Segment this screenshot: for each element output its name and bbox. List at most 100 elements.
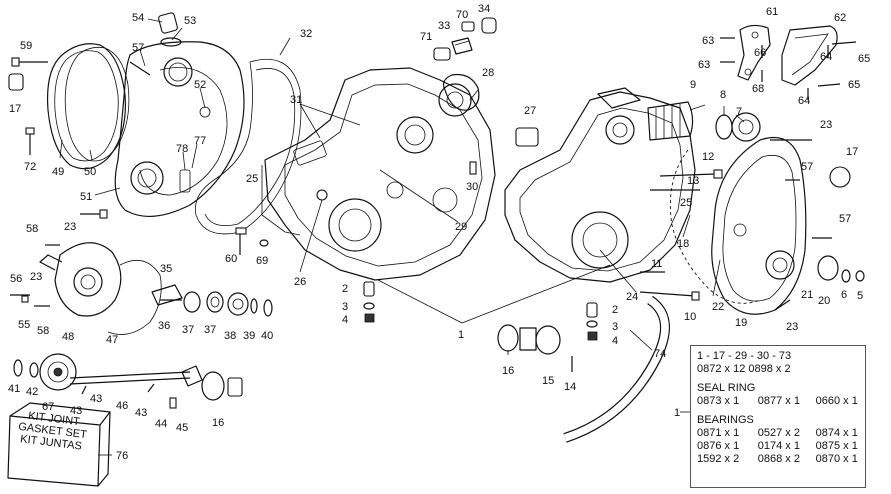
callout-57: 57 xyxy=(801,161,813,173)
callout-35: 35 xyxy=(160,263,172,275)
callout-54: 54 xyxy=(132,12,144,24)
callout-71: 71 xyxy=(420,31,432,43)
bearing-cell: 0174 x 1 xyxy=(757,440,800,452)
callout-7: 7 xyxy=(736,106,742,118)
callout-63: 63 xyxy=(698,59,710,71)
callout-25: 25 xyxy=(680,197,692,209)
callout-1: 1 xyxy=(458,329,464,341)
callout-14: 14 xyxy=(564,381,576,393)
callout-16: 16 xyxy=(502,365,514,377)
callout-2: 2 xyxy=(342,283,348,295)
callout-6: 6 xyxy=(841,289,847,301)
callout-76: 76 xyxy=(116,450,128,462)
callout-70: 70 xyxy=(456,9,468,21)
callout-10: 10 xyxy=(684,311,696,323)
callout-22: 22 xyxy=(712,301,724,313)
seal-ring-row: 0873 x 1 0877 x 1 0660 x 1 xyxy=(697,395,859,408)
callout-52: 52 xyxy=(194,79,206,91)
bearing-cell: 0875 x 1 xyxy=(815,440,858,452)
callout-57: 57 xyxy=(839,213,851,225)
callout-60: 60 xyxy=(225,253,237,265)
callout-64: 64 xyxy=(798,95,810,107)
callout-31: 31 xyxy=(290,94,302,106)
callout-11: 11 xyxy=(651,258,662,270)
callout-50: 50 xyxy=(84,166,96,178)
bearing-row: 0876 x 1 0174 x 1 0875 x 1 xyxy=(697,440,859,453)
right-cover xyxy=(711,136,807,315)
callout-67: 67 xyxy=(42,401,54,413)
bearing-row: 1592 x 2 0868 x 2 0870 x 1 xyxy=(697,453,859,466)
callout-48: 48 xyxy=(62,331,74,343)
callout-43: 43 xyxy=(70,405,82,417)
callout-42: 42 xyxy=(26,386,38,398)
callout-26: 26 xyxy=(294,276,306,288)
bearing-row: 0871 x 1 0527 x 2 0874 x 1 xyxy=(697,427,859,440)
callout-40: 40 xyxy=(261,330,273,342)
callout-61: 61 xyxy=(766,6,778,18)
seal-ring-title: SEAL RING xyxy=(697,382,756,394)
callout-53: 53 xyxy=(184,15,196,27)
callout-23: 23 xyxy=(820,119,832,131)
callout-32: 32 xyxy=(300,28,312,40)
callout-33: 33 xyxy=(438,20,450,32)
sensor-group xyxy=(497,324,573,372)
callout-36: 36 xyxy=(158,320,170,332)
gasket-kit-label: KIT JOINT GASKET SET KIT JUNTAS xyxy=(5,408,96,482)
callout-16: 16 xyxy=(212,417,224,429)
bearing-cell: 0876 x 1 xyxy=(697,440,740,452)
bearings-title: BEARINGS xyxy=(697,414,754,426)
callout-4: 4 xyxy=(612,335,618,347)
callout-23: 23 xyxy=(64,221,76,233)
callout-72: 72 xyxy=(24,161,36,173)
callout-30: 30 xyxy=(466,181,478,193)
info-line-1: 1 - 17 - 29 - 30 - 73 xyxy=(697,350,792,362)
callout-43: 43 xyxy=(135,407,147,419)
callout-39: 39 xyxy=(243,330,255,342)
callout-3: 3 xyxy=(342,301,348,313)
sprocket-cover-parts xyxy=(720,24,857,100)
callout-17: 17 xyxy=(9,103,21,115)
callout-27: 27 xyxy=(524,105,536,117)
callout-20: 20 xyxy=(818,295,830,307)
callout-59: 59 xyxy=(20,40,32,52)
parts-info-box: 1 - 17 - 29 - 30 - 73 0872 x 12 0898 x 2… xyxy=(690,345,866,488)
callout-1: 1 xyxy=(674,407,680,419)
callout-44: 44 xyxy=(155,418,167,430)
callout-74: 74 xyxy=(654,348,666,360)
callout-43: 43 xyxy=(90,393,102,405)
leader-lines xyxy=(59,18,745,456)
callout-57: 57 xyxy=(132,42,144,54)
callout-28: 28 xyxy=(482,67,494,79)
callout-49: 49 xyxy=(52,166,64,178)
seal-cell: 0877 x 1 xyxy=(757,395,800,407)
callout-5: 5 xyxy=(857,290,863,302)
info-line-2: 0872 x 12 0898 x 2 xyxy=(697,363,791,375)
callout-34: 34 xyxy=(478,3,490,15)
callout-9: 9 xyxy=(690,79,696,91)
callout-77: 77 xyxy=(194,135,206,147)
bearing-cell: 0871 x 1 xyxy=(697,427,740,439)
callout-4: 4 xyxy=(342,314,348,326)
callout-51: 51 xyxy=(80,191,92,203)
callout-23: 23 xyxy=(786,321,798,333)
callout-46: 46 xyxy=(116,400,128,412)
bearing-cell: 0527 x 2 xyxy=(757,427,800,439)
callout-21: 21 xyxy=(801,289,813,301)
callout-47: 47 xyxy=(106,334,118,346)
water-pump-group xyxy=(10,242,273,335)
callout-12: 12 xyxy=(702,151,714,163)
callout-58: 58 xyxy=(26,223,38,235)
callout-69: 69 xyxy=(256,255,268,267)
callout-23: 23 xyxy=(30,271,42,283)
callout-37: 37 xyxy=(182,324,194,336)
case-gasket-left xyxy=(195,58,302,235)
callout-29: 29 xyxy=(455,221,467,233)
gasket-28 xyxy=(442,73,480,111)
callout-41: 41 xyxy=(8,383,20,395)
callout-45: 45 xyxy=(176,422,188,434)
callout-68: 68 xyxy=(752,83,764,95)
sleeve-27 xyxy=(515,127,539,147)
callout-24: 24 xyxy=(626,291,638,303)
callout-labels: 54 53 59 57 52 17 77 78 72 49 50 51 23 3… xyxy=(8,3,870,462)
